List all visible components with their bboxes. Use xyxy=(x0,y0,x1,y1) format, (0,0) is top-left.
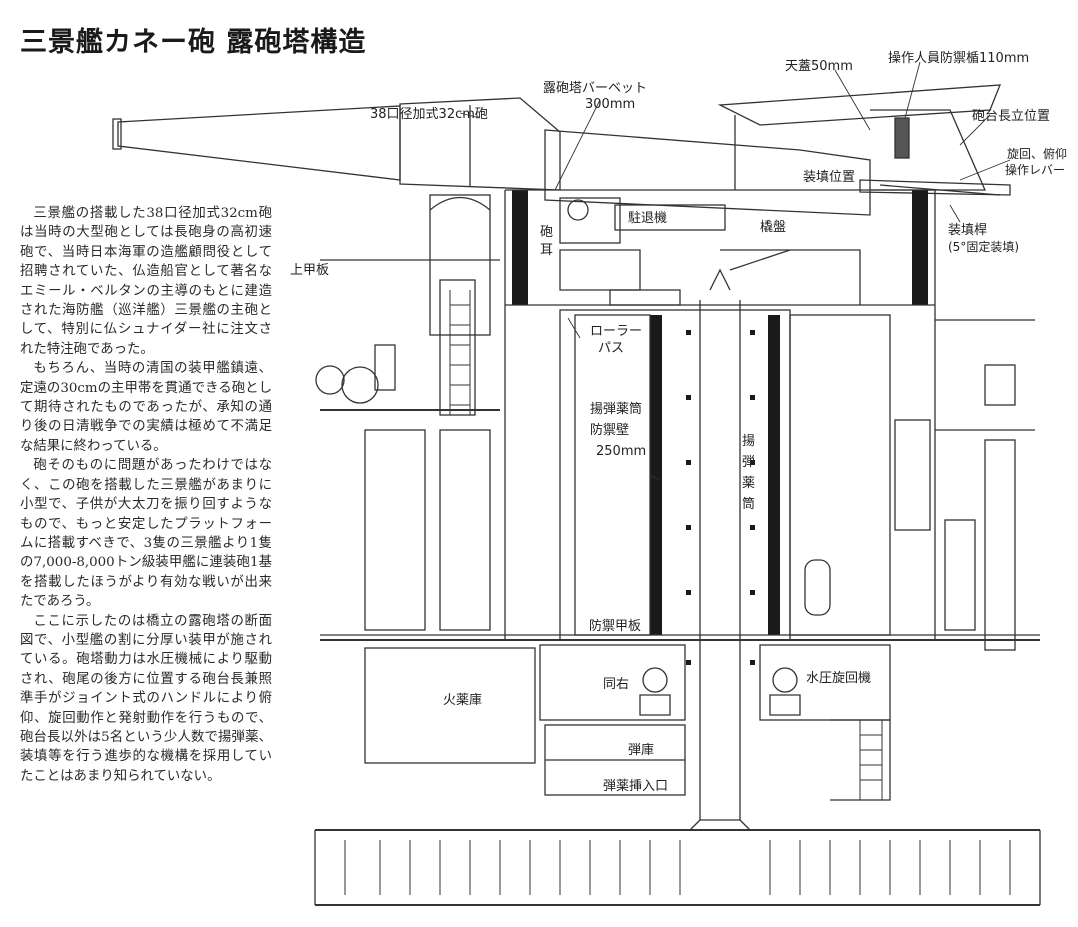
label-hoist-2: 弾 xyxy=(742,455,755,470)
label-roller-path-2: パス xyxy=(598,341,624,356)
label-hoist-3: 薬 xyxy=(742,476,755,491)
paragraph: 三景艦の搭載した38口径加式32cm砲は当時の大型砲としては長砲身の高初速砲で、… xyxy=(20,206,272,357)
label-shell-room: 弾庫 xyxy=(628,743,654,758)
label-recoil: 駐退機 xyxy=(628,211,667,226)
paragraph: 砲そのものに問題があったわけではなく、この砲を搭載した三景艦があまりに小型で、子… xyxy=(20,458,272,610)
label-rammer: 装填桿 xyxy=(948,223,987,238)
label-roller-path-1: ローラー xyxy=(590,324,642,339)
label-traverse-lever: 旋回、俯仰 xyxy=(1007,146,1067,161)
label-commander-position: 砲台長立位置 xyxy=(972,109,1050,124)
label-upper-deck: 上甲板 xyxy=(290,263,329,278)
label-hoist-4: 筒 xyxy=(742,496,755,512)
label-operator-shield: 操作人員防禦楯110mm xyxy=(888,50,1029,66)
label-magazine: 火薬庫 xyxy=(443,693,482,708)
article-body: 三景艦の搭載した38口径加式32cm砲は当時の大型砲としては長砲身の高初速砲で、… xyxy=(20,204,272,786)
label-barbette-thickness: 300mm xyxy=(585,97,635,112)
gun-barrel xyxy=(112,97,561,191)
hoist-armor-right xyxy=(768,315,780,635)
magazine-room xyxy=(364,647,536,764)
page-title: 三景艦カネー砲 露砲塔構造 xyxy=(20,27,367,58)
label-gun: 38口径加式32cm砲 xyxy=(370,107,488,122)
label-barbette: 露砲塔バーベット xyxy=(543,81,647,96)
label-trunnion-1: 砲 xyxy=(540,225,553,240)
label-loading-position: 装填位置 xyxy=(803,170,855,185)
label-hoist-1: 揚 xyxy=(742,433,755,449)
label-hoist-wall-2: 防禦壁 xyxy=(590,422,629,438)
label-rammer-note: (5°固定装填) xyxy=(948,239,1019,254)
label-trunnion-2: 耳 xyxy=(540,243,553,258)
paragraph: ここに示したのは橋立の露砲塔の断面図で、小型艦の割に分厚い装甲が施されている。砲… xyxy=(20,613,272,784)
label-same-right: 同右 xyxy=(603,677,629,692)
gun-house xyxy=(544,84,1011,216)
barbette-armor-right xyxy=(912,190,928,305)
label-hoist-wall-1: 揚弾薬筒 xyxy=(590,401,642,417)
label-hydraulic-traverse: 水圧旋回機 xyxy=(806,671,871,686)
label-cradle: 橇盤 xyxy=(760,220,786,235)
paragraph: もちろん、当時の清国の装甲艦鎮遠、定遠の30cmの主甲帯を貫通できる砲として期待… xyxy=(20,361,272,454)
hoist-armor-left xyxy=(650,315,662,635)
label-shell-entry: 弾薬挿入口 xyxy=(603,779,668,794)
label-traverse-lever-2: 操作レバー xyxy=(1005,162,1065,177)
label-tengai: 天蓋50mm xyxy=(785,59,853,74)
label-hoist-wall-thickness: 250mm xyxy=(596,444,646,459)
label-protective-deck: 防禦甲板 xyxy=(589,618,641,634)
barbette-armor-left xyxy=(512,190,528,305)
